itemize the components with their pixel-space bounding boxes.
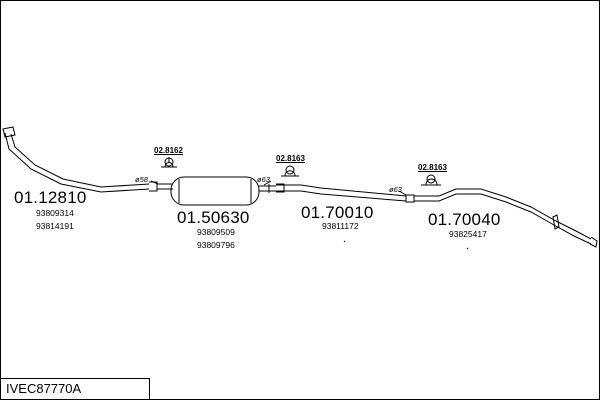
kit-code-box: IVEC87770A <box>1 378 150 399</box>
silencer-body <box>170 176 260 206</box>
oem-number: 93814191 <box>36 221 74 231</box>
oem-number: 93809509 <box>197 227 235 237</box>
part-number-middle-pipe: 01.70010 <box>301 203 374 222</box>
part-number-silencer: 01.50630 <box>177 208 250 227</box>
clamp-code: 02.8163 <box>418 163 447 172</box>
clamp-icon <box>421 174 441 186</box>
silencer-inlet-pipe <box>157 183 173 190</box>
clamp-icon <box>161 157 177 168</box>
diameter-label: ø58 <box>135 175 148 184</box>
front-pipe-inner <box>10 133 150 188</box>
diameter-label: ø63 <box>389 185 402 194</box>
front-pipe <box>4 132 150 193</box>
clamp-code: 02.8163 <box>276 154 305 163</box>
kit-code: IVEC87770A <box>6 381 82 396</box>
silencer-outlet-pipe <box>259 185 276 192</box>
front-flange <box>2 126 16 138</box>
oem-number: 93811172 <box>322 221 359 231</box>
tail-pipe <box>414 188 592 240</box>
clamp-icon <box>281 165 299 177</box>
clamp-code: 02.8162 <box>154 146 183 155</box>
middle-pipe <box>276 184 407 202</box>
oem-number: 93825417 <box>449 229 487 239</box>
part-number-front-pipe: 01.12810 <box>14 188 87 207</box>
oem-number: 93809796 <box>197 240 235 250</box>
oem-number: 93809314 <box>36 208 74 218</box>
diameter-label: ø63 <box>257 175 270 184</box>
part-number-tail-pipe: 01.70040 <box>428 210 501 229</box>
